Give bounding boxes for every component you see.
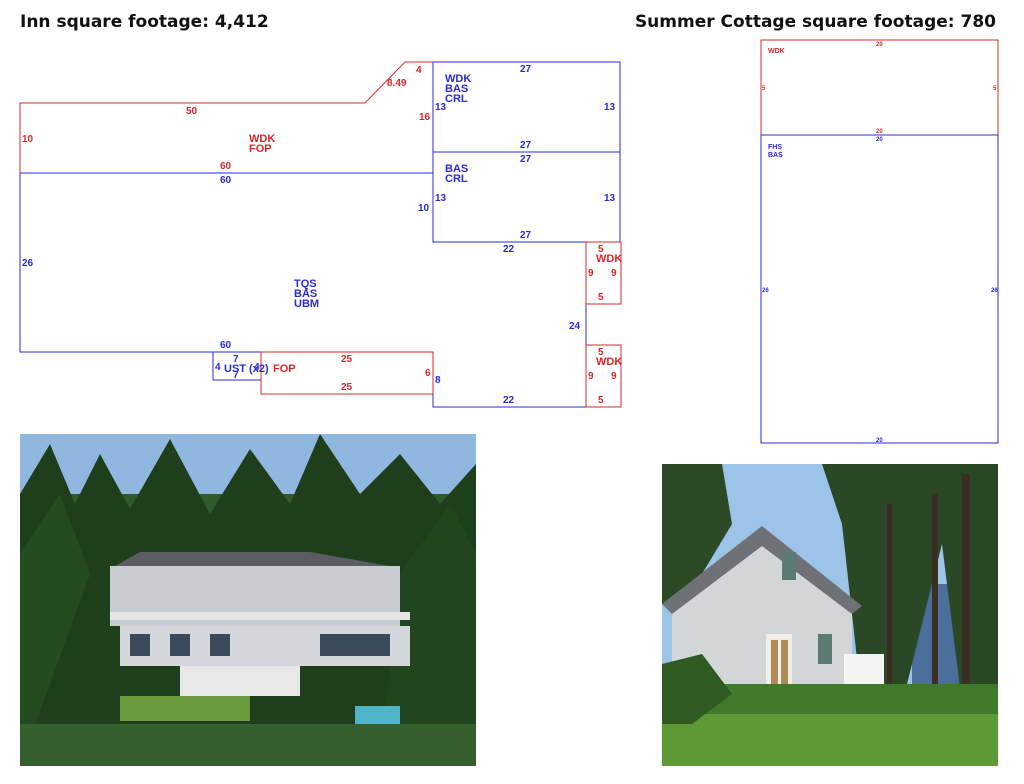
inn-dimension: 4	[215, 362, 221, 373]
inn-dimension: 60	[220, 340, 232, 351]
inn-dimension: 5	[598, 244, 604, 255]
cottage-dimension: 5	[993, 86, 997, 92]
inn-dimension: 4	[416, 65, 422, 76]
inn-dimension: 13	[435, 193, 447, 204]
inn-square-footage-heading: Inn square footage: 4,412	[20, 12, 269, 32]
inn-dimension: 13	[435, 102, 447, 113]
cottage-photo	[662, 464, 998, 766]
cottage-dimension: 20	[876, 438, 883, 444]
inn-dimension: 9	[611, 371, 617, 382]
inn-dimension: 5	[598, 347, 604, 358]
inn-dimension: 22	[503, 395, 515, 406]
cottage-area-label-wdk: WDK	[768, 48, 785, 55]
cottage-dimension: 5	[762, 86, 766, 92]
cottage-dimension: 20	[876, 137, 883, 143]
cottage-dimension: 20	[876, 42, 883, 48]
inn-dimension: 27	[520, 154, 532, 165]
inn-dimension: 27	[520, 230, 532, 241]
inn-dimension: 10	[418, 203, 430, 214]
cottage-dimension: 26	[991, 288, 998, 294]
inn-area-label-wdk-right-lower: WDK	[596, 356, 622, 368]
inn-dimension: 25	[341, 382, 353, 393]
inn-dimension: 25	[341, 354, 353, 365]
cottage-square-footage-heading: Summer Cottage square footage: 780	[634, 12, 996, 32]
inn-dimension: 27	[520, 64, 532, 75]
inn-upper-deck-outline	[19, 61, 434, 174]
inn-area-label-ust-x2: UST (x2)	[224, 363, 269, 375]
cottage-dimension: 26	[762, 288, 769, 294]
cottage-deck-outline	[760, 39, 999, 136]
inn-aerial-photo	[20, 434, 476, 766]
inn-dimension: 50	[186, 106, 198, 117]
inn-dimension: 9	[611, 268, 617, 279]
cottage-base-outline	[760, 134, 999, 444]
inn-dimension: 24	[569, 321, 581, 332]
inn-dimension: 6	[425, 368, 431, 379]
inn-area-label-fop-lower: FOP	[273, 363, 296, 375]
inn-dimension: 60	[220, 175, 232, 186]
inn-dimension: 8.49	[387, 78, 407, 89]
inn-dimension: 13	[604, 102, 616, 113]
inn-area-label-wdk-right-upper: WDK	[596, 253, 622, 265]
inn-dimension: 22	[503, 244, 515, 255]
inn-dimension: 9	[588, 371, 594, 382]
inn-dimension: 10	[22, 134, 34, 145]
inn-dimension: 7	[233, 354, 239, 365]
inn-dimension: 8	[435, 375, 441, 386]
inn-lower-porch-outline	[260, 351, 434, 395]
inn-dimension: 16	[419, 112, 431, 123]
inn-right-deck-upper-outline	[585, 241, 622, 305]
inn-right-deck-lower-outline	[585, 344, 622, 408]
inn-dimension: 7	[233, 370, 239, 381]
inn-dimension: 4	[254, 362, 260, 373]
inn-dimension: 5	[598, 395, 604, 406]
cottage-dimension: 20	[876, 129, 883, 135]
inn-dimension: 60	[220, 161, 232, 172]
inn-dimension: 13	[604, 193, 616, 204]
inn-dimension: 27	[520, 140, 532, 151]
inn-dimension: 5	[598, 292, 604, 303]
inn-dimension: 26	[22, 258, 34, 269]
inn-dimension: 9	[588, 268, 594, 279]
